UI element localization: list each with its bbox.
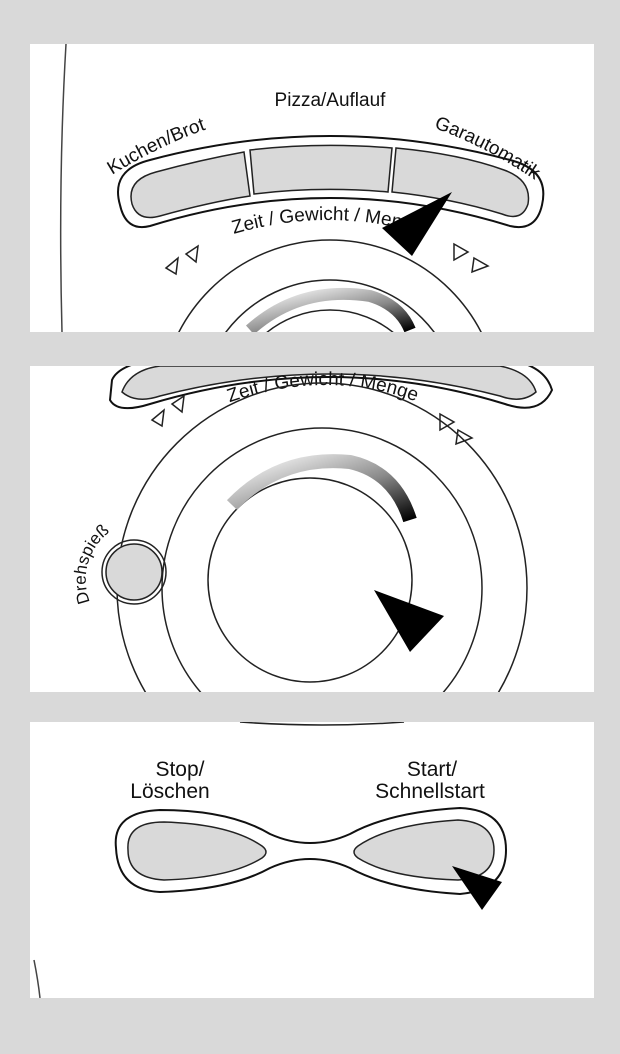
dial-knob[interactable] [207, 477, 413, 683]
decrease-arrows-icon [150, 394, 185, 428]
kuchen-brot-button[interactable] [130, 151, 251, 219]
increase-arrows-icon [453, 242, 490, 274]
panel-3-start-stop: Stop/ Löschen Start/ Schnellstart [30, 722, 594, 998]
program-label-center: Pizza/Auflauf [275, 90, 387, 111]
stop-button[interactable] [127, 821, 267, 881]
dial-outer-ring-1 [178, 239, 482, 332]
program-bar-button-bottom [121, 366, 537, 400]
start-button[interactable] [353, 819, 495, 881]
pointer-arrow-icon [452, 866, 502, 910]
start-label-line2: Schnellstart [375, 780, 485, 803]
dial-knob-rim [226, 454, 417, 523]
pizza-auflauf-button[interactable] [249, 144, 393, 195]
dial-knob-1[interactable] [230, 309, 430, 510]
panel-1-program-buttons: Kuchen/Brot Pizza/Auflauf Garautomatik Z… [30, 44, 594, 510]
dial-inner-ring-1 [225, 279, 435, 332]
garautomatik-button[interactable] [391, 147, 530, 218]
pointer-arrow-icon [382, 192, 452, 256]
stop-label-line1: Stop/ [155, 758, 204, 781]
pointer-arrow-icon [374, 590, 444, 652]
decrease-arrows-icon [164, 244, 199, 276]
panel-2-dial: Zeit / Gewicht / Menge Drehspieß [30, 366, 594, 692]
rotisserie-button[interactable] [105, 543, 163, 601]
stop-label-line2: Löschen [130, 780, 209, 803]
start-label-line1: Start/ [407, 758, 457, 781]
